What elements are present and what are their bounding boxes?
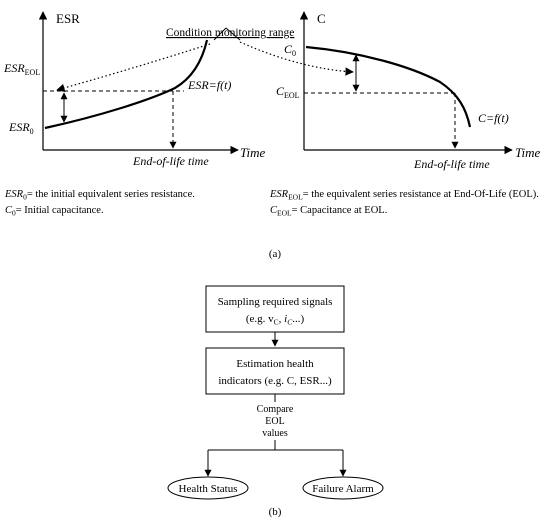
sampling-box-line1: Sampling required signals bbox=[218, 296, 333, 308]
caption-b: (b) bbox=[269, 506, 282, 518]
esr-eol-time-label: End-of-life time bbox=[132, 154, 209, 168]
cap-monitor-arrow bbox=[239, 41, 354, 76]
caption-a: (a) bbox=[269, 248, 282, 260]
esr-curve-label: ESR=f(t) bbox=[187, 78, 231, 92]
sampling-box bbox=[205, 285, 345, 333]
cap-y-axis-label: C bbox=[317, 11, 326, 26]
compare-line3: values bbox=[262, 428, 288, 439]
cap-x-axis-label: Time bbox=[515, 145, 541, 160]
c-eol-label: CEOL bbox=[276, 84, 300, 100]
range-label: Condition monitoring range bbox=[166, 27, 294, 39]
estimation-box-line1: Estimation health bbox=[236, 358, 314, 370]
monitoring-range: Condition monitoring range bbox=[166, 27, 354, 76]
c0-label: C0 bbox=[284, 42, 296, 58]
legend-c0: C0= Initial capacitance. bbox=[5, 205, 104, 218]
compare-line2: EOL bbox=[265, 416, 284, 427]
cap-curve-label: C=f(t) bbox=[478, 111, 509, 125]
failure-alarm-node bbox=[302, 476, 384, 500]
estimation-box-line2: indicators (e.g. C, ESR...) bbox=[218, 375, 332, 387]
range-tick-right bbox=[225, 27, 241, 41]
health-status-node bbox=[167, 476, 249, 500]
health-status-label: Health Status bbox=[179, 483, 238, 495]
esr-curve bbox=[44, 39, 209, 130]
cap-chart: C Time C0 CEOL C=f(t) End-of-life time bbox=[276, 11, 541, 171]
sampling-box-line2: (e.g. vC, iC...) bbox=[246, 313, 305, 327]
legend: ESR0= the initial equivalent series resi… bbox=[4, 189, 539, 218]
esr-y-axis-label: ESR bbox=[56, 11, 80, 26]
esr-eol-label: ESREOL bbox=[3, 61, 40, 77]
range-tick-left bbox=[213, 27, 227, 41]
legend-c-eol: CEOL= Capacitance at EOL. bbox=[270, 205, 387, 218]
esr-monitor-arrow bbox=[56, 43, 211, 92]
cap-curve bbox=[305, 45, 472, 128]
flowchart: Sampling required signals (e.g. vC, iC..… bbox=[167, 285, 384, 500]
legend-esr-eol: ESREOL= the equivalent series resistance… bbox=[269, 189, 539, 202]
esr-x-axis-label: Time bbox=[240, 145, 266, 160]
compare-line1: Compare bbox=[257, 404, 294, 415]
esr-chart: ESR Time ESREOL ESR0 ESR=f(t) End-of-lif… bbox=[3, 11, 266, 168]
legend-esr0: ESR0= the initial equivalent series resi… bbox=[4, 189, 195, 202]
cap-eol-time-label: End-of-life time bbox=[413, 157, 490, 171]
esr0-label: ESR0 bbox=[8, 120, 34, 136]
estimation-box bbox=[205, 347, 345, 395]
failure-alarm-label: Failure Alarm bbox=[312, 483, 374, 495]
